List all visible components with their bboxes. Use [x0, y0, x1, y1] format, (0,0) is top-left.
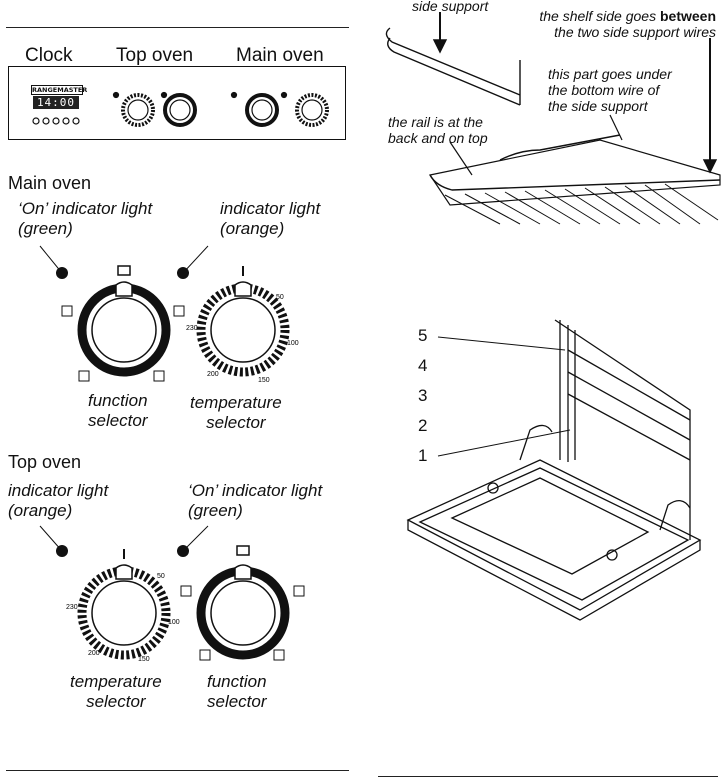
top-temperature-dial [77, 549, 171, 660]
main-temp-mark-150: 150 [258, 377, 270, 384]
top-temp-mark-200: 200 [88, 650, 100, 657]
top-function-dial [180, 545, 305, 661]
main-temperature-dial [196, 266, 290, 377]
shelf-position-1: 1 [418, 446, 428, 465]
main-indicator-label: indicator light (orange) [220, 199, 321, 238]
brand-logo: RANGEMASTER [31, 85, 88, 95]
panel-knobs [32, 91, 329, 127]
shelf-between-note: the shelf side goes between the two side… [526, 8, 716, 40]
main-temp-mark-230: 230 [186, 325, 198, 332]
top-rule-left [6, 27, 349, 28]
top-function-label: function selector [207, 672, 267, 711]
shelf-position-4: 4 [418, 356, 428, 375]
between-bold: between [659, 8, 716, 24]
main-function-label: function selector [88, 391, 148, 430]
shelf-illustration [385, 12, 721, 225]
clock-label: Clock [25, 45, 73, 66]
top-temp-mark-50: 50 [157, 573, 165, 580]
top-on-light-label: ‘On’ indicator light (green) [188, 481, 323, 520]
between-post: the two side support wires [554, 24, 716, 40]
main-on-light-label: ‘On’ indicator light (green) [18, 199, 153, 238]
bottom-rule-right [378, 776, 718, 777]
main-temperature-label: temperature selector [190, 393, 282, 432]
control-panel [8, 66, 346, 140]
main-temp-mark-50: 50 [276, 294, 284, 301]
main-temp-mark-200: 200 [207, 371, 219, 378]
oven-cavity-illustration [406, 319, 702, 621]
side-support-label: side support [412, 0, 489, 14]
main-function-dial [61, 265, 185, 382]
rail-note: the rail is at the back and on top [388, 114, 488, 146]
main-oven-label: Main oven [236, 45, 324, 66]
between-pre: the shelf side goes [539, 8, 660, 24]
bottom-rule-left [6, 770, 349, 771]
top-temperature-label: temperature selector [70, 672, 162, 711]
top-indicator-label: indicator light (orange) [8, 481, 109, 520]
clock-display: 14:00 [33, 96, 79, 109]
top-temp-mark-230: 230 [66, 604, 78, 611]
main-temp-mark-100: 100 [287, 340, 299, 347]
top-temp-mark-150: 150 [138, 656, 150, 663]
shelf-position-5: 5 [418, 326, 428, 345]
under-note: this part goes under the bottom wire of … [548, 66, 672, 114]
shelf-position-3: 3 [418, 386, 428, 405]
shelf-position-2: 2 [418, 416, 428, 435]
top-oven-heading: Top oven [8, 452, 82, 472]
top-oven-label: Top oven [116, 45, 194, 66]
top-temp-mark-100: 100 [168, 619, 180, 626]
main-oven-heading: Main oven [8, 173, 92, 193]
